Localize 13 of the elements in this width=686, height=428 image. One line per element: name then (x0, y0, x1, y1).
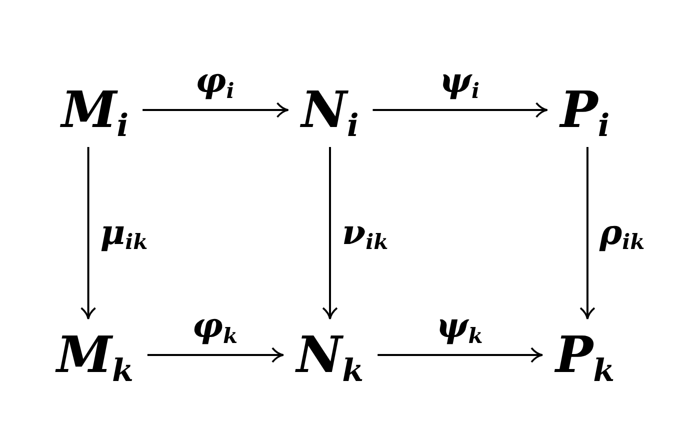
math-symbol: P$_{k}$ (555, 330, 615, 380)
edge-label: φ$_{k}$ (192, 309, 238, 343)
edge-label: ρ$_{ik}$ (599, 216, 645, 250)
math-symbol: P$_{i}$ (560, 85, 610, 135)
math-symbol: N$_{k}$ (296, 330, 364, 380)
edge-label: ψ$_{i}$ (440, 64, 480, 98)
math-symbol: M$_{k}$ (56, 330, 134, 380)
math-symbol: N$_{i}$ (301, 85, 359, 135)
edge-label: φ$_{i}$ (196, 64, 234, 98)
edge-label: ν$_{ik}$ (342, 216, 388, 250)
math-symbol: M$_{i}$ (61, 85, 129, 135)
edge-label: ψ$_{k}$ (436, 309, 483, 343)
edge-label: μ$_{ik}$ (100, 216, 148, 250)
